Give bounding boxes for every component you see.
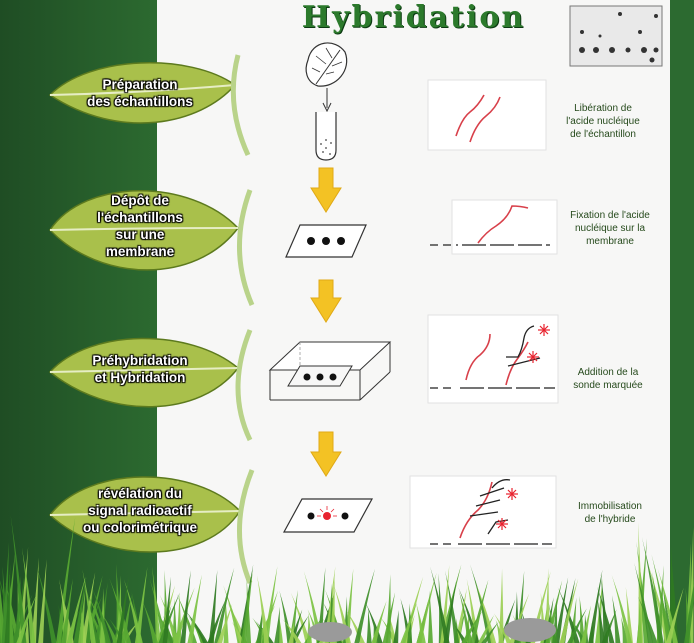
panel-nucleic-acid-release bbox=[427, 79, 547, 151]
page-title: Hybridation bbox=[301, 0, 526, 35]
leaf-icon bbox=[305, 42, 348, 87]
arrow-down-icon bbox=[310, 431, 342, 477]
leaf-icon bbox=[48, 469, 255, 584]
right-green-band bbox=[670, 0, 694, 643]
test-tube-icon bbox=[315, 112, 337, 161]
panel-probe-addition bbox=[427, 314, 559, 404]
leaf-icon bbox=[48, 54, 251, 157]
membrane-icon bbox=[285, 224, 367, 258]
stone-icon bbox=[504, 618, 556, 642]
arrow-down-icon bbox=[310, 167, 342, 213]
panel-hybrid-immobilisation bbox=[409, 475, 557, 549]
membrane-icon bbox=[282, 498, 374, 533]
leaf-icon bbox=[49, 189, 255, 306]
stone-icon bbox=[308, 622, 352, 642]
label-sparkle-icon bbox=[496, 488, 518, 530]
arrow-down-icon bbox=[310, 279, 342, 323]
leaf-icon bbox=[48, 329, 253, 442]
panel-membrane-fixation bbox=[430, 199, 558, 255]
label-sparkle-icon bbox=[527, 324, 550, 363]
hybridization-box-icon bbox=[268, 341, 392, 401]
